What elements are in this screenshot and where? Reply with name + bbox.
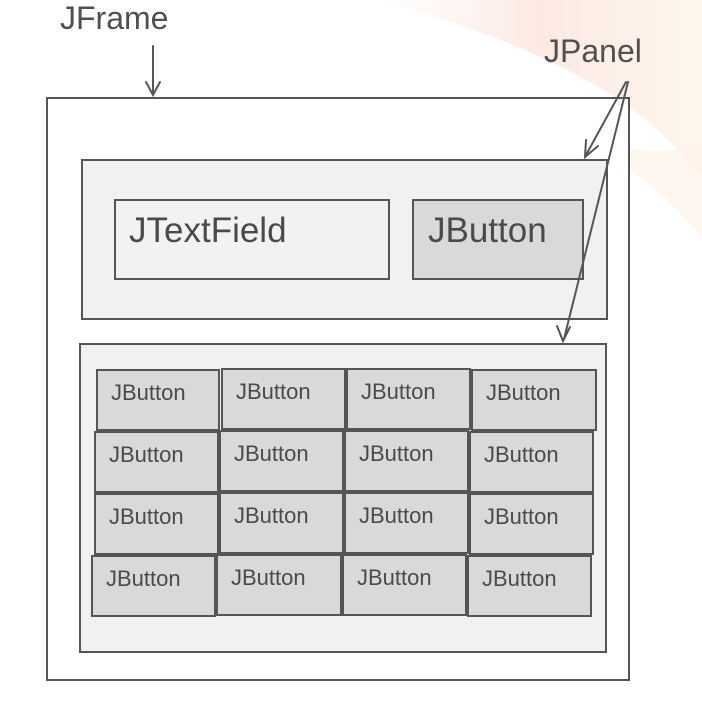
grid-button[interactable]: JButton xyxy=(216,554,342,616)
grid-button[interactable]: JButton xyxy=(346,368,471,430)
jpanel-label: JPanel xyxy=(544,33,642,69)
top-button[interactable]: JButton xyxy=(412,199,584,280)
grid-button[interactable]: JButton xyxy=(469,431,594,493)
grid-button[interactable]: JButton xyxy=(469,493,594,555)
grid-button[interactable]: JButton xyxy=(471,369,597,431)
grid-button[interactable]: JButton xyxy=(94,493,219,555)
grid-button[interactable]: JButton xyxy=(91,555,216,617)
grid-button[interactable]: JButton xyxy=(467,555,592,617)
grid-button[interactable]: JButton xyxy=(94,431,219,493)
jframe-label: JFrame xyxy=(60,0,169,36)
text-field[interactable]: JTextField xyxy=(114,199,390,280)
grid-button[interactable]: JButton xyxy=(96,369,220,431)
grid-button[interactable]: JButton xyxy=(342,554,467,616)
grid-button[interactable]: JButton xyxy=(219,492,344,554)
grid-button[interactable]: JButton xyxy=(221,368,346,430)
grid-button[interactable]: JButton xyxy=(344,430,469,492)
grid-button[interactable]: JButton xyxy=(219,430,344,492)
grid-button[interactable]: JButton xyxy=(344,492,469,554)
